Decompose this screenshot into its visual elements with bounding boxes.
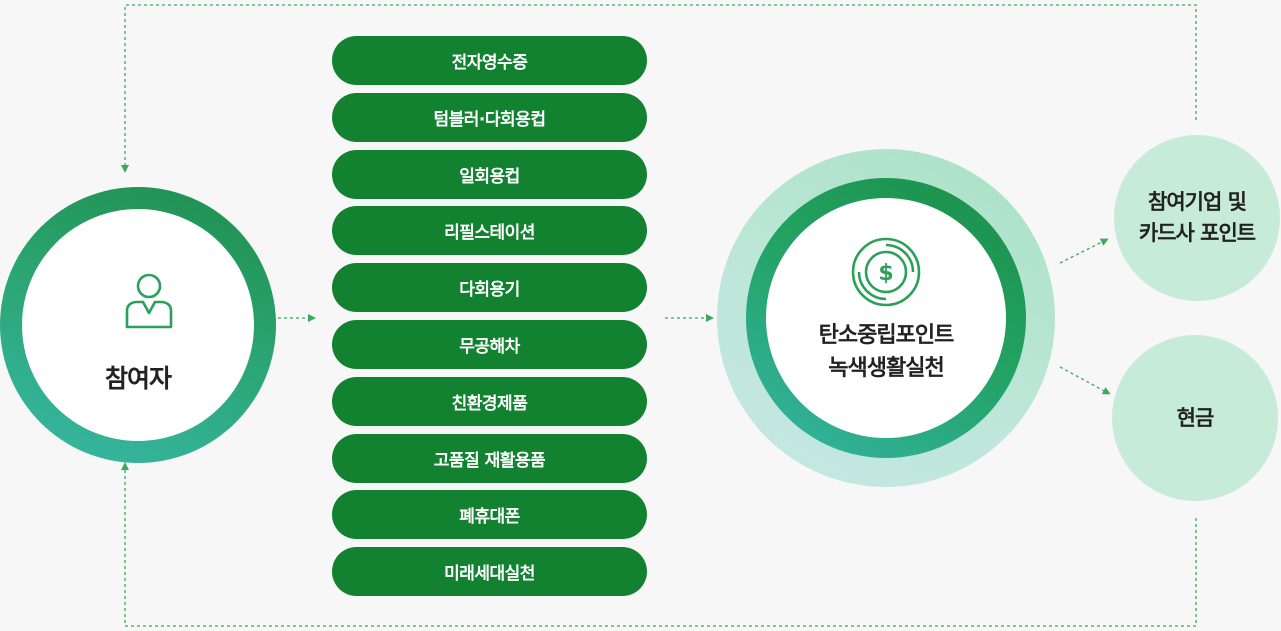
reward-2-label: 현금: [1176, 405, 1215, 430]
carbon-point-title-line1: 탄소중립포인트: [818, 323, 955, 348]
return-loop-top: [121, 4, 1197, 173]
carbon-point-inner: $ 탄소중립포인트 녹색생활실천: [766, 198, 1006, 438]
svg-text:$: $: [878, 261, 893, 286]
activity-pill: 일회용컵: [332, 149, 647, 199]
activity-pill: 폐휴대폰: [332, 490, 647, 540]
reward-1-line1: 참여기업 및: [1148, 190, 1247, 214]
activity-pill: 무공해차: [332, 319, 647, 369]
carbon-point-title: 탄소중립포인트 녹색생활실천: [766, 319, 1006, 385]
activity-list: 전자영수증 텀블러·다회용컵 일회용컵 리필스테이션 다회용기 무공해차 친환경…: [332, 36, 647, 604]
person-icon: [125, 273, 173, 329]
carbon-point-ring: $ 탄소중립포인트 녹색생활실천: [746, 178, 1026, 458]
activity-pill: 텀블러·다회용컵: [332, 92, 647, 142]
participant-inner: 참여자: [22, 209, 254, 441]
reward-cash: 현금: [1112, 335, 1278, 501]
activity-pill: 다회용기: [332, 263, 647, 313]
reward-company-card-points: 참여기업 및 카드사 포인트: [1114, 135, 1280, 301]
arrow-center-to-reward-1: [1059, 238, 1109, 264]
carbon-point-title-line2: 녹색생활실천: [828, 356, 944, 381]
return-loop-bottom: [121, 462, 1197, 627]
participant-label: 참여자: [104, 364, 172, 393]
dollar-coin-icon: $: [851, 237, 921, 307]
activity-pill: 고품질 재활용품: [332, 433, 647, 483]
activity-pill: 전자영수증: [332, 36, 647, 85]
activity-pill: 친환경제품: [332, 376, 647, 426]
carbon-point-circle: $ 탄소중립포인트 녹색생활실천: [717, 149, 1055, 487]
activity-pill: 리필스테이션: [332, 206, 647, 256]
arrow-center-to-reward-2: [1059, 366, 1111, 395]
activity-pill: 미래세대실천: [332, 547, 647, 597]
participant-circle: 참여자: [0, 187, 276, 463]
reward-1-line2: 카드사 포인트: [1138, 221, 1256, 245]
